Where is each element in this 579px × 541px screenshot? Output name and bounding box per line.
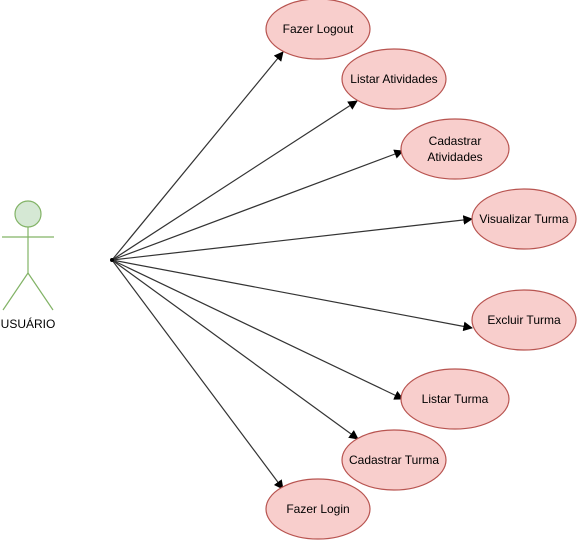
use-case-listar-turma[interactable]: Listar Turma bbox=[400, 368, 510, 430]
use-case-listar-atividades[interactable]: Listar Atividades bbox=[341, 48, 447, 110]
actor[interactable]: USUÁRIO bbox=[1, 200, 56, 331]
association-excluir-turma bbox=[111, 259, 473, 332]
actor-label: USUÁRIO bbox=[1, 316, 56, 331]
use-case-ellipse bbox=[341, 48, 447, 110]
use-case-label: Fazer Logout bbox=[283, 22, 354, 36]
use-case-ellipse bbox=[265, 478, 371, 540]
use-case-label: Excluir Turma bbox=[487, 313, 561, 327]
association-hub bbox=[110, 258, 114, 262]
use-case-ellipse bbox=[400, 118, 510, 180]
use-case-label: Visualizar Turma bbox=[479, 212, 568, 226]
use-case-excluir-turma[interactable]: Excluir Turma bbox=[471, 289, 577, 351]
use-case-label: Listar Atividades bbox=[350, 72, 437, 86]
use-case-label: Atividades bbox=[427, 150, 482, 164]
use-case-cadastrar-turma[interactable]: Cadastrar Turma bbox=[341, 429, 447, 491]
use-case-ellipse bbox=[471, 188, 577, 250]
actor-leg-left bbox=[2, 272, 29, 311]
actor-head bbox=[14, 200, 42, 228]
use-case-label: Listar Turma bbox=[422, 392, 489, 406]
use-case-ellipse bbox=[471, 289, 577, 351]
use-case-fazer-logout[interactable]: Fazer Logout bbox=[265, 0, 371, 60]
association-listar-atividades bbox=[111, 100, 358, 261]
use-case-ellipse bbox=[265, 0, 371, 60]
use-case-label: Cadastrar bbox=[429, 134, 482, 148]
use-case-visualizar-turma[interactable]: Visualizar Turma bbox=[471, 188, 577, 250]
association-fazer-logout bbox=[111, 51, 284, 261]
association-cadastrar-turma bbox=[111, 259, 359, 440]
use-case-label: Fazer Login bbox=[286, 502, 349, 516]
actor-leg-right bbox=[27, 272, 54, 311]
use-case-label: Cadastrar Turma bbox=[349, 453, 439, 467]
association-listar-turma bbox=[111, 259, 404, 400]
association-cadastrar-atividades bbox=[111, 149, 404, 261]
use-case-ellipse bbox=[341, 429, 447, 491]
association-fazer-login bbox=[111, 259, 284, 490]
use-case-ellipse bbox=[400, 368, 510, 430]
use-case-fazer-login[interactable]: Fazer Login bbox=[265, 478, 371, 540]
associations bbox=[110, 51, 473, 490]
association-visualizar-turma bbox=[111, 215, 473, 261]
